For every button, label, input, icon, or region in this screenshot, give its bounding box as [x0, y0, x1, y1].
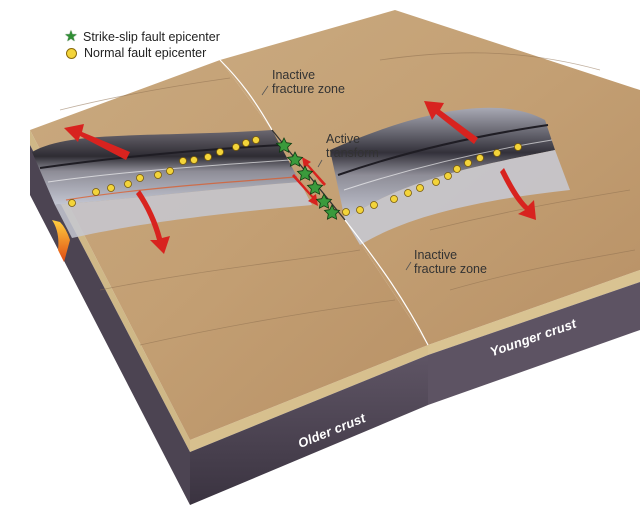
yellow-dot-icon [66, 47, 77, 59]
strike-slip-epicenters [275, 137, 341, 220]
inactive-top-line-2: fracture zone [272, 82, 345, 96]
seafloor-lineations [59, 52, 636, 346]
active-transform-label: Active transform [326, 132, 379, 160]
green-star-icon: ★ [64, 28, 78, 45]
inactive-fracture-zone-top-label: Inactive fracture zone [272, 68, 345, 96]
inactive-fracture-zone-bottom-line [344, 219, 429, 346]
inactive-bottom-line-2: fracture zone [414, 262, 487, 276]
legend-row-strike-slip: ★ Strike-slip fault epicenter [64, 29, 220, 45]
inactive-fracture-zone-bottom-label: Inactive fracture zone [414, 248, 487, 276]
legend-normal-label: Normal fault epicenter [84, 46, 207, 60]
label-leaders [261, 85, 412, 271]
transform-motion-arrows [292, 157, 326, 206]
arrow-up-right [424, 101, 478, 144]
fracture-zone-lines [219, 59, 429, 346]
inactive-bottom-line-1: Inactive [414, 248, 458, 262]
legend-strike-slip-label: Strike-slip fault epicenter [83, 30, 220, 44]
inactive-top-line-1: Inactive [272, 68, 316, 82]
normal-fault-epicenters [68, 136, 522, 216]
legend: ★ Strike-slip fault epicenter Normal fau… [64, 29, 220, 61]
legend-row-normal: Normal fault epicenter [64, 45, 220, 61]
arrow-up-left [64, 124, 130, 160]
ridge-segment-right [330, 107, 570, 245]
arrow-down-left [136, 190, 170, 254]
active-line-1: Active [326, 132, 361, 146]
spreading-arrows [64, 101, 536, 254]
arrow-down-right [500, 168, 536, 220]
active-line-2: transform [326, 146, 379, 160]
block-front-face [190, 270, 640, 505]
inactive-fracture-zone-top-line [219, 59, 273, 131]
